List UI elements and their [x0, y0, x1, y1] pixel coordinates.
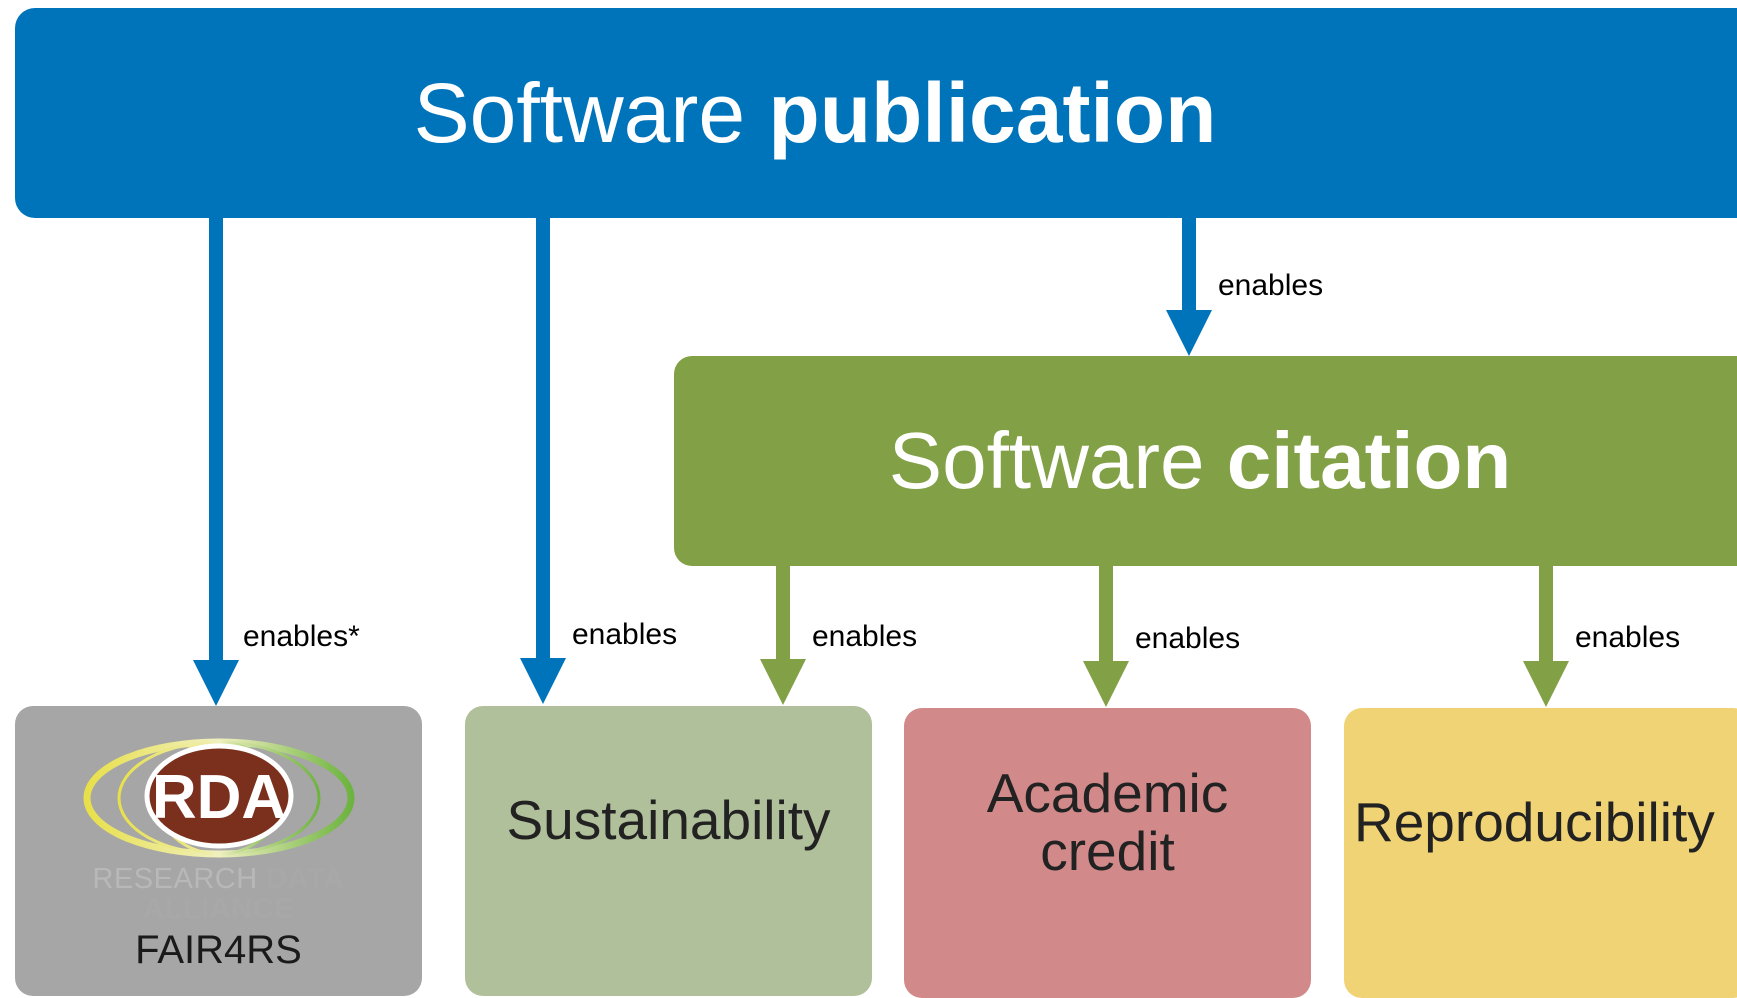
rda-org-name-part2: DATA ALLIANCE: [143, 863, 345, 926]
fair4rs-label: FAIR4RS: [135, 927, 302, 972]
label-pub-to-fair: enables*: [243, 620, 360, 653]
academic-credit-label: Academic credit: [986, 762, 1229, 882]
arrowhead-cit-sust: [760, 659, 806, 705]
rda-org-name-part1: RESEARCH: [92, 863, 258, 895]
rda-logo: RDA: [83, 738, 354, 858]
software-publication-box: Software publication: [15, 8, 1737, 218]
sustainability-label: Sustainability: [506, 789, 831, 852]
publication-title-word2: publication: [768, 65, 1217, 160]
citation-title-word1: Software: [888, 416, 1205, 505]
arrowhead-pub-fair: [193, 660, 239, 706]
software-citation-box: Software citation: [674, 356, 1737, 566]
sustainability-box: Sustainability: [465, 706, 872, 996]
citation-title: Software citation: [889, 415, 1511, 507]
publication-title: Software publication: [414, 65, 1217, 162]
arrowhead-cit-acad: [1083, 661, 1129, 707]
academic-credit-line2: credit: [1040, 820, 1175, 882]
publication-title-word1: Software: [413, 65, 746, 160]
rda-org-name: RESEARCH DATA ALLIANCE: [15, 864, 422, 925]
label-cit-to-repr: enables: [1575, 621, 1681, 654]
label-pub-to-sust: enables: [572, 618, 678, 651]
arrowhead-pub-sust: [520, 658, 566, 704]
rda-logo-text: RDA: [151, 763, 285, 832]
reproducibility-label: Reproducibility: [1354, 791, 1715, 854]
academic-credit-box: Academic credit: [904, 708, 1311, 998]
arrowhead-cit-repr: [1523, 661, 1569, 707]
citation-title-word2: citation: [1226, 416, 1512, 505]
label-cit-to-acad: enables: [1135, 622, 1241, 655]
reproducibility-box: Reproducibility: [1344, 708, 1737, 998]
label-cit-to-sust: enables: [812, 620, 918, 653]
fair4rs-box: RDA RESEARCH DATA ALLIANCE FAIR4RS: [15, 706, 422, 996]
arrowhead-pub-cit: [1166, 310, 1212, 356]
label-pub-to-cit: enables: [1218, 269, 1324, 302]
academic-credit-line1: Academic: [986, 762, 1229, 825]
connector-arrows: [193, 215, 1569, 707]
